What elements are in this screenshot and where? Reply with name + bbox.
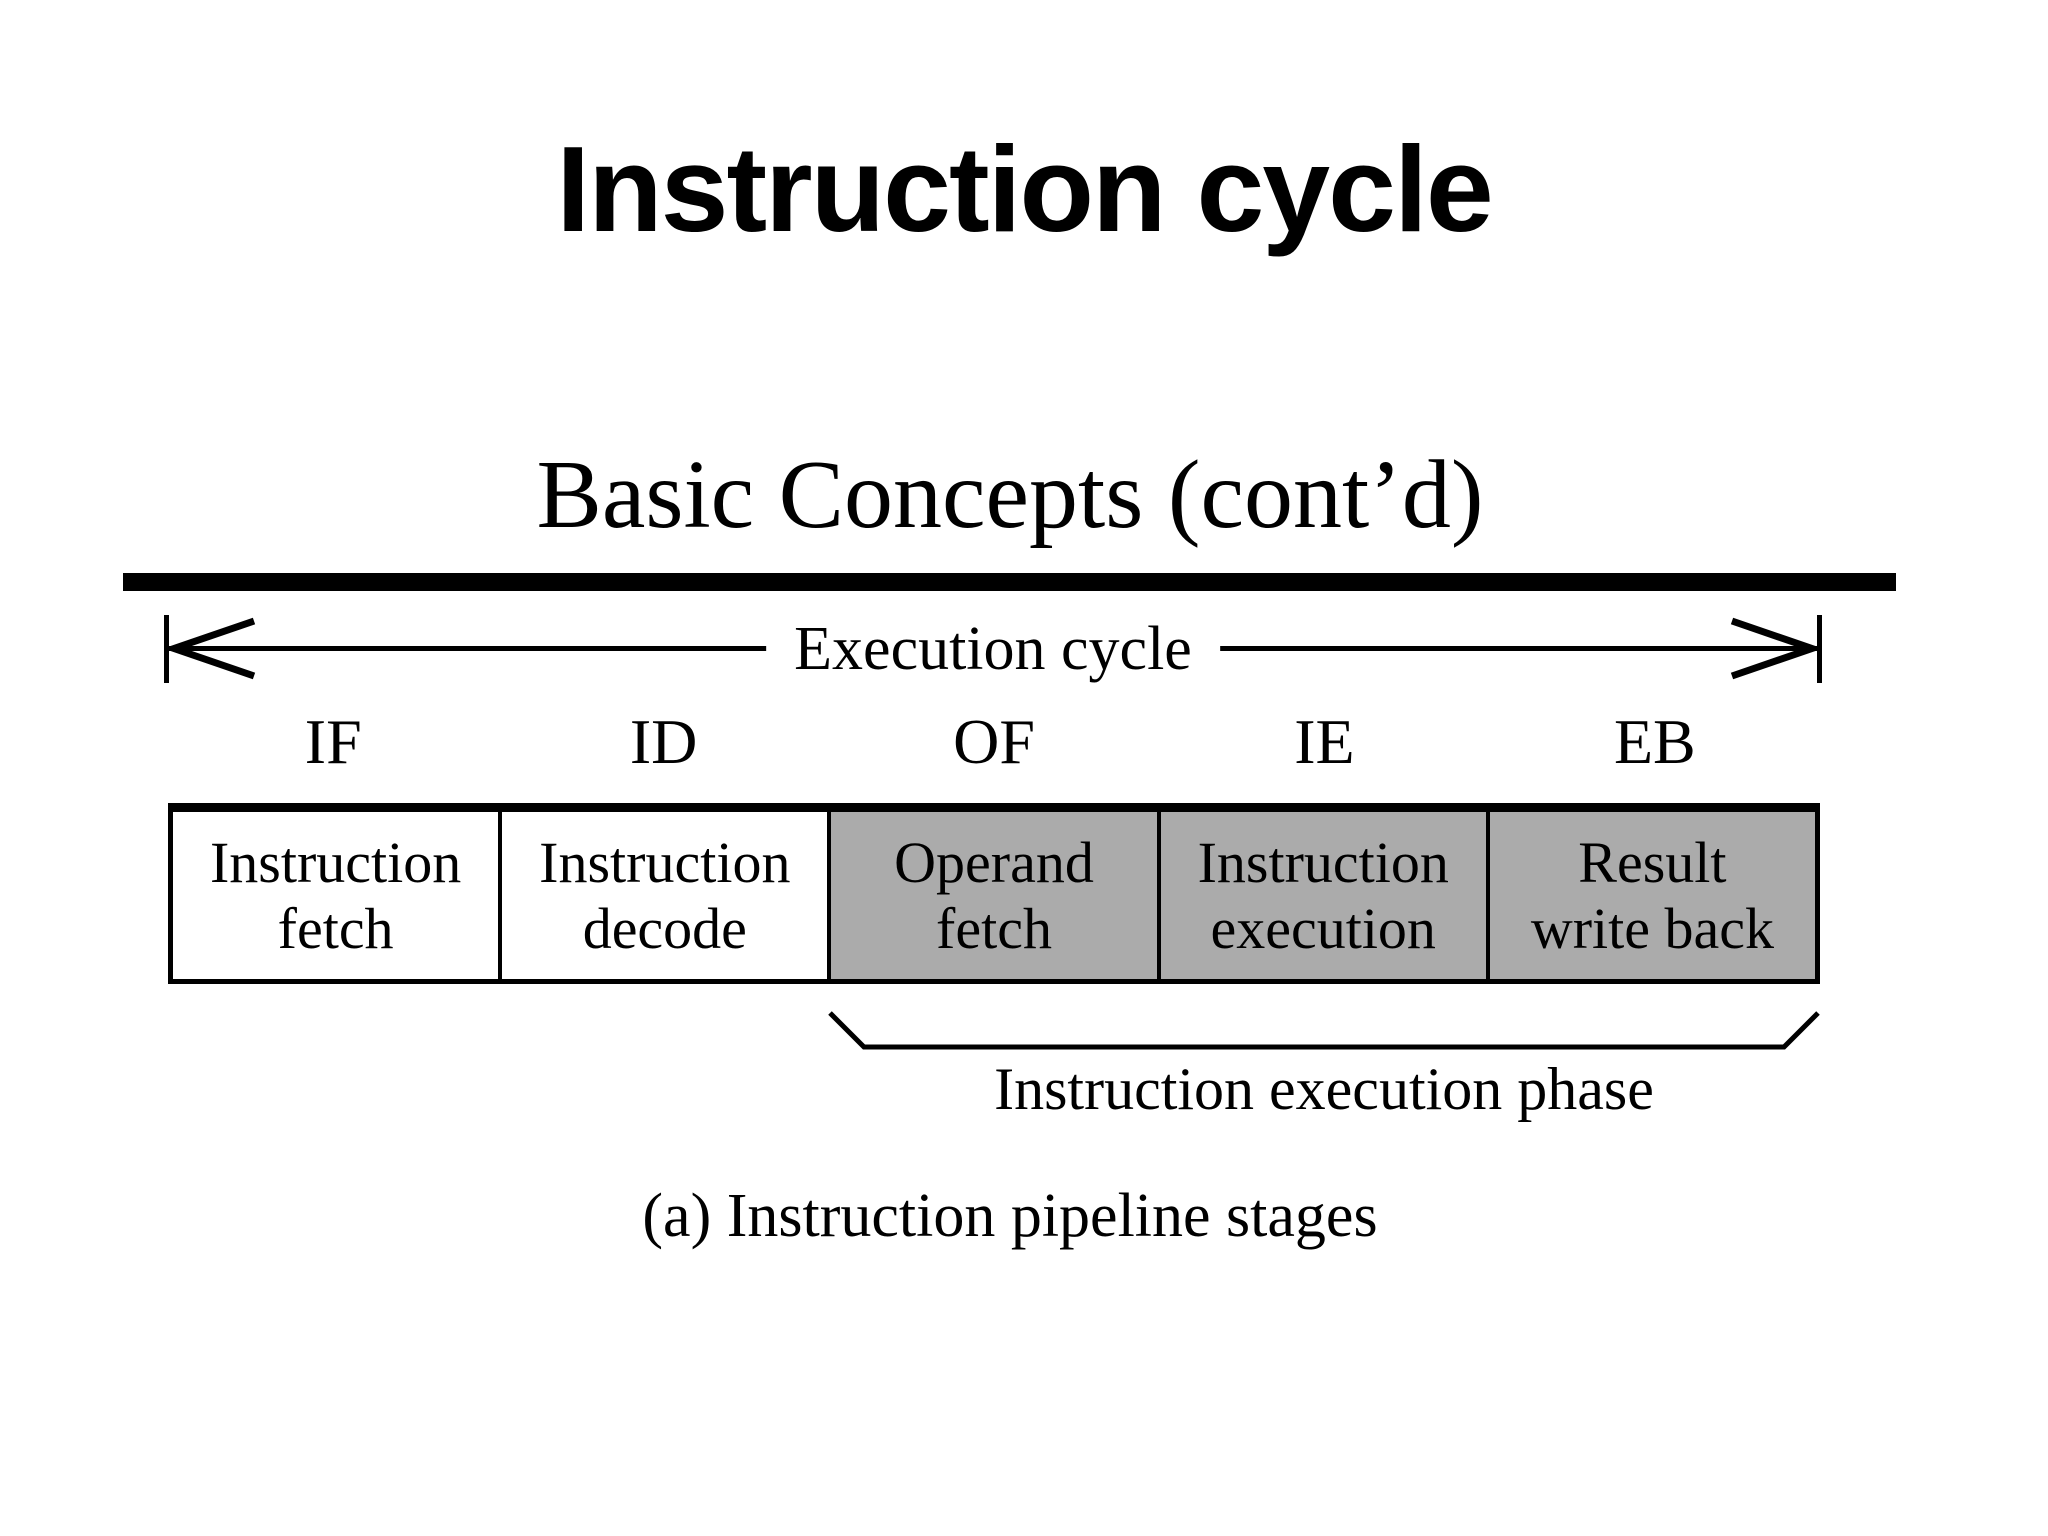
stage-cell-text: fetch	[936, 895, 1052, 961]
stage-abbr-of: OF	[953, 706, 1035, 777]
heading-rule-divider	[123, 573, 1896, 591]
stage-cell-instruction-decode: Instruction decode	[498, 812, 827, 979]
pipeline-stage-table: Instruction fetch Instruction decode Ope…	[168, 803, 1820, 984]
stage-cell-text: write back	[1530, 895, 1774, 961]
stage-cell-text: Operand	[894, 829, 1094, 895]
stage-cell-text: decode	[582, 895, 747, 961]
stage-cell-instruction-execution: Instruction execution	[1156, 812, 1486, 979]
stage-abbr-id: ID	[629, 706, 698, 777]
figure-caption: (a) Instruction pipeline stages	[642, 1182, 1378, 1250]
page-title: Instruction cycle	[556, 121, 1494, 257]
execution-cycle-span: Execution cycle	[164, 613, 1822, 685]
stage-cell-operand-fetch: Operand fetch	[827, 812, 1157, 979]
stage-abbr-ie: IE	[1294, 706, 1355, 777]
phase-label: Instruction execution phase	[994, 1056, 1654, 1122]
stage-cell-text: Result	[1578, 829, 1727, 895]
stage-cell-text: Instruction	[209, 829, 462, 895]
figure-heading: Basic Concepts (cont’d)	[536, 441, 1484, 549]
stage-cell-result-write-back: Result write back	[1485, 812, 1816, 979]
stage-abbr-eb: EB	[1613, 706, 1696, 777]
stage-cell-text: Instruction	[1197, 829, 1449, 895]
stage-abbr-if: IF	[304, 706, 362, 777]
stage-cell-text: fetch	[277, 895, 394, 961]
stage-abbreviation-row: IF ID OF IE EB	[168, 710, 1820, 774]
execution-cycle-label: Execution cycle	[766, 613, 1220, 685]
stage-cell-text: execution	[1210, 895, 1436, 961]
stage-cell-instruction-fetch: Instruction fetch	[173, 812, 498, 979]
phase-bracket-icon	[828, 1011, 1820, 1050]
stage-cell-text: Instruction	[539, 829, 791, 895]
